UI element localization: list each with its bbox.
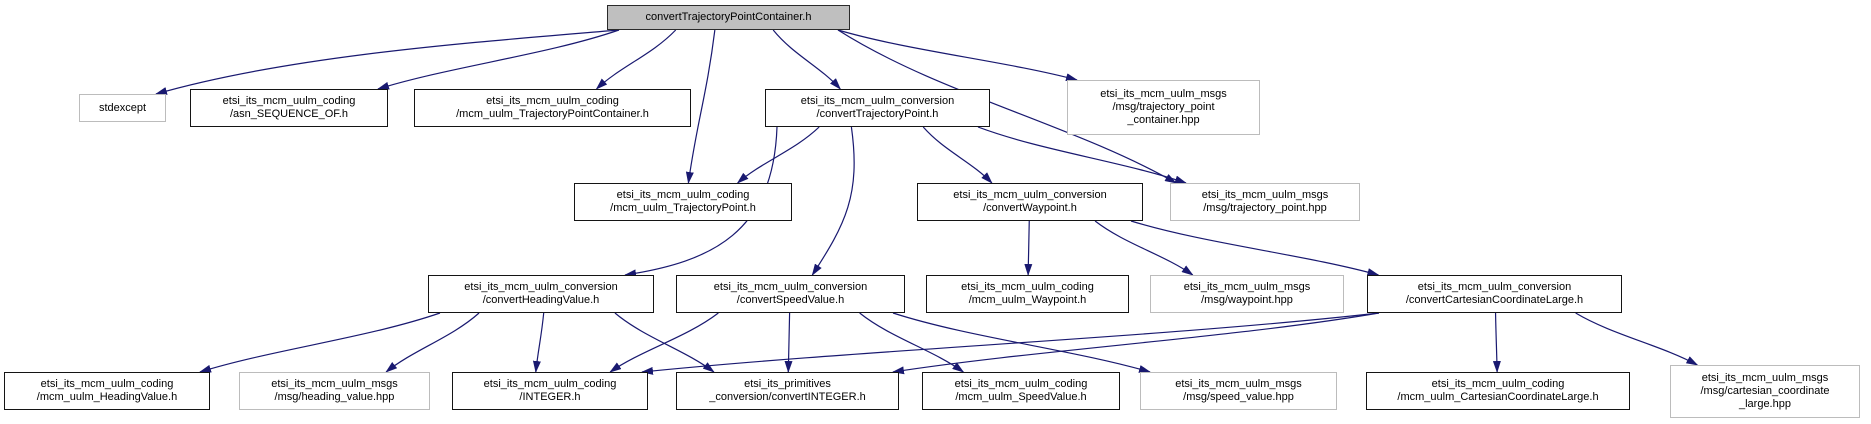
edge-convHV-HV (199, 312, 441, 373)
graph-node-tp_hpp: etsi_its_mcm_uulm_msgs /msg/trajectory_p… (1170, 183, 1360, 221)
edge-convCCL-convINT (892, 312, 1380, 375)
edge-T-convTP (772, 29, 841, 90)
graph-node-convHV[interactable]: etsi_its_mcm_uulm_conversion /convertHea… (428, 275, 654, 313)
edge-convTP-mcmTP (736, 126, 820, 184)
graph-node-convSV[interactable]: etsi_its_mcm_uulm_conversion /convertSpe… (676, 275, 905, 313)
edge-T-mcmTP (685, 29, 716, 184)
graph-node-asn[interactable]: etsi_its_mcm_uulm_coding /asn_SEQUENCE_O… (190, 89, 388, 127)
edge-convSV-sv_hpp (892, 312, 1151, 373)
graph-node-wp_hpp: etsi_its_mcm_uulm_msgs /msg/waypoint.hpp (1150, 275, 1344, 313)
graph-node-convWP[interactable]: etsi_its_mcm_uulm_conversion /convertWay… (917, 183, 1143, 221)
edge-convWP-convCCL (1130, 220, 1380, 276)
graph-node-convINT[interactable]: etsi_its_primitives _conversion/convertI… (676, 372, 899, 410)
graph-node-sv_hpp: etsi_its_mcm_uulm_msgs /msg/speed_value.… (1140, 372, 1337, 410)
edge-convSV-SV (859, 312, 965, 373)
edge-T-mcmTPC (595, 29, 677, 90)
edge-T-std (155, 29, 620, 95)
edge-T-tp_hpp (837, 29, 1177, 184)
graph-node-CCL[interactable]: etsi_its_mcm_uulm_coding /mcm_uulm_Carte… (1366, 372, 1630, 410)
edge-convCCL-ccl_hpp (1575, 312, 1699, 366)
edge-convTP-convWP (922, 126, 993, 184)
graph-node-INTEGER[interactable]: etsi_its_mcm_uulm_coding /INTEGER.h (452, 372, 648, 410)
edge-convSV-convINT (784, 312, 793, 373)
graph-node-hv_hpp: etsi_its_mcm_uulm_msgs /msg/heading_valu… (239, 372, 430, 410)
edge-T-tpc_hpp (837, 29, 1078, 82)
graph-node-mcmWP[interactable]: etsi_its_mcm_uulm_coding /mcm_uulm_Waypo… (926, 275, 1129, 313)
edge-convCCL-CCL (1492, 312, 1501, 373)
edge-T-asn (377, 29, 620, 90)
graph-node-mcmTP[interactable]: etsi_its_mcm_uulm_coding /mcm_uulm_Traje… (574, 183, 792, 221)
edge-convHV-hv_hpp (385, 312, 480, 373)
edge-convCCL-INTEGER (641, 312, 1380, 375)
graph-node-convCCL[interactable]: etsi_its_mcm_uulm_conversion /convertCar… (1367, 275, 1622, 313)
graph-node-std: stdexcept (79, 94, 166, 122)
edge-convHV-INTEGER (532, 312, 545, 373)
edge-convTP-convHV (624, 126, 778, 278)
edge-convTP-tp_hpp (977, 126, 1187, 184)
edge-convWP-mcmWP (1024, 220, 1033, 276)
edge-convWP-wp_hpp (1094, 220, 1194, 276)
edge-convSV-INTEGER (609, 312, 719, 373)
graph-node-convTP[interactable]: etsi_its_mcm_uulm_conversion /convertTra… (765, 89, 990, 127)
edge-convHV-convINT (614, 312, 715, 373)
graph-node-mcmTPC[interactable]: etsi_its_mcm_uulm_coding /mcm_uulm_Traje… (414, 89, 691, 127)
edge-convTP-convSV (811, 126, 855, 276)
graph-node-SV[interactable]: etsi_its_mcm_uulm_coding /mcm_uulm_Speed… (922, 372, 1120, 410)
graph-node-HV[interactable]: etsi_its_mcm_uulm_coding /mcm_uulm_Headi… (4, 372, 210, 410)
graph-node-ccl_hpp: etsi_its_mcm_uulm_msgs /msg/cartesian_co… (1670, 365, 1860, 418)
graph-node-T: convertTrajectoryPointContainer.h (607, 5, 850, 30)
graph-node-tpc_hpp: etsi_its_mcm_uulm_msgs /msg/trajectory_p… (1067, 80, 1260, 135)
